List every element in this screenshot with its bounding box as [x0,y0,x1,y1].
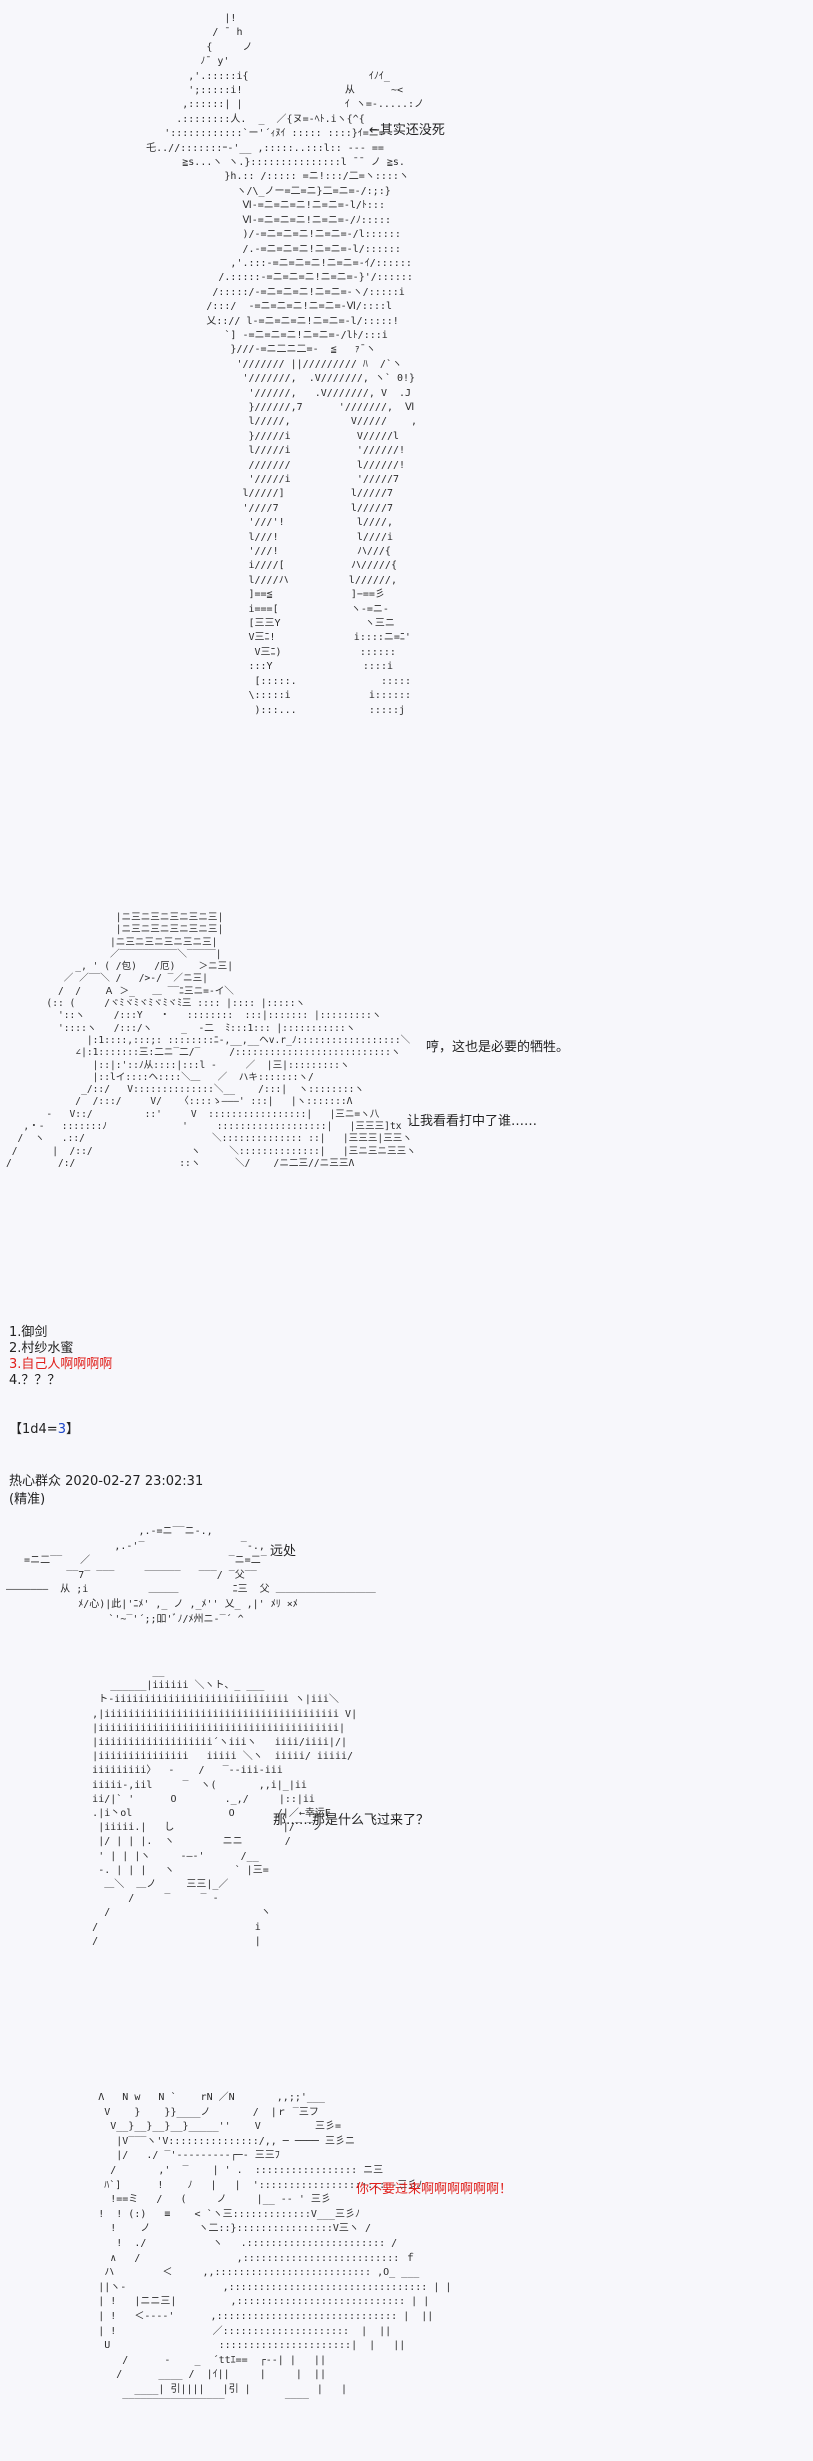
speech-dont-come-over: 你不要过来啊啊啊啊啊啊！ [356,2182,513,2197]
dice-suffix: 】 [65,1422,79,1437]
option-item: 2.村纱水蜜 [9,1341,74,1356]
options-list: 1.御剑 2.村纱水蜜 3.自己人啊啊啊啊 4.？？？ [9,1325,112,1389]
label-far-away: 远处 [270,1544,297,1559]
ascii-art-screaming-figure: Λ N w N ` rN ／N ,,;;'___ V } }}____ノ / |… [98,2092,452,2410]
dice-result: 【1d4=3】 [9,1418,79,1437]
post-author: 热心群众 [9,1474,62,1489]
ascii-art-surprised-face: __ ______|iiiiii ＼ヽト、_ ___ ト-iiiiiiiiiii… [92,1666,358,1947]
dice-prefix: 【1d4= [9,1422,58,1437]
speech-what-is-flying: 那……那是什么飞过来了？ [273,1813,430,1828]
option-item-highlighted: 3.自己人啊啊啊啊 [9,1357,113,1372]
dice-value: 3 [57,1422,66,1437]
speech-necessary-sacrifice: 哼，这也是必要的牺牲。 [426,1040,570,1055]
ascii-art-standing-figure: |! / ¯ h { ノ ﾉ¯ y' ,'.:::::i{ ｲﾉｲ_ ';:::… [146,13,425,716]
post-timestamp: 2020-02-27 23:02:31 [65,1474,204,1489]
post-tag: (精准) [9,1492,46,1507]
caption-still-alive: ←其实还没死 [369,123,445,138]
speech-let-me-see: 让我看看打中了谁…… [407,1114,538,1129]
ascii-art-distant-explosion: ,.-=ニ‾‾ニ-., ,.‐'‾ ‾‐., =ニ二‾‾ ／ ‾ニ=二‾ ‾‾7… [6,1526,376,1625]
option-item: 4.？？？ [9,1373,61,1388]
ascii-art-helmet-figure: |ニ三ニ三ニ三ニ三ニ三| |ニ三ニ三ニ三ニ三ニ三| |ニ三ニ三ニ三ニ三ニ三| ／… [6,912,416,1169]
option-item: 1.御剑 [9,1325,48,1340]
post-header: 热心群众 2020-02-27 23:02:31 [9,1470,203,1489]
